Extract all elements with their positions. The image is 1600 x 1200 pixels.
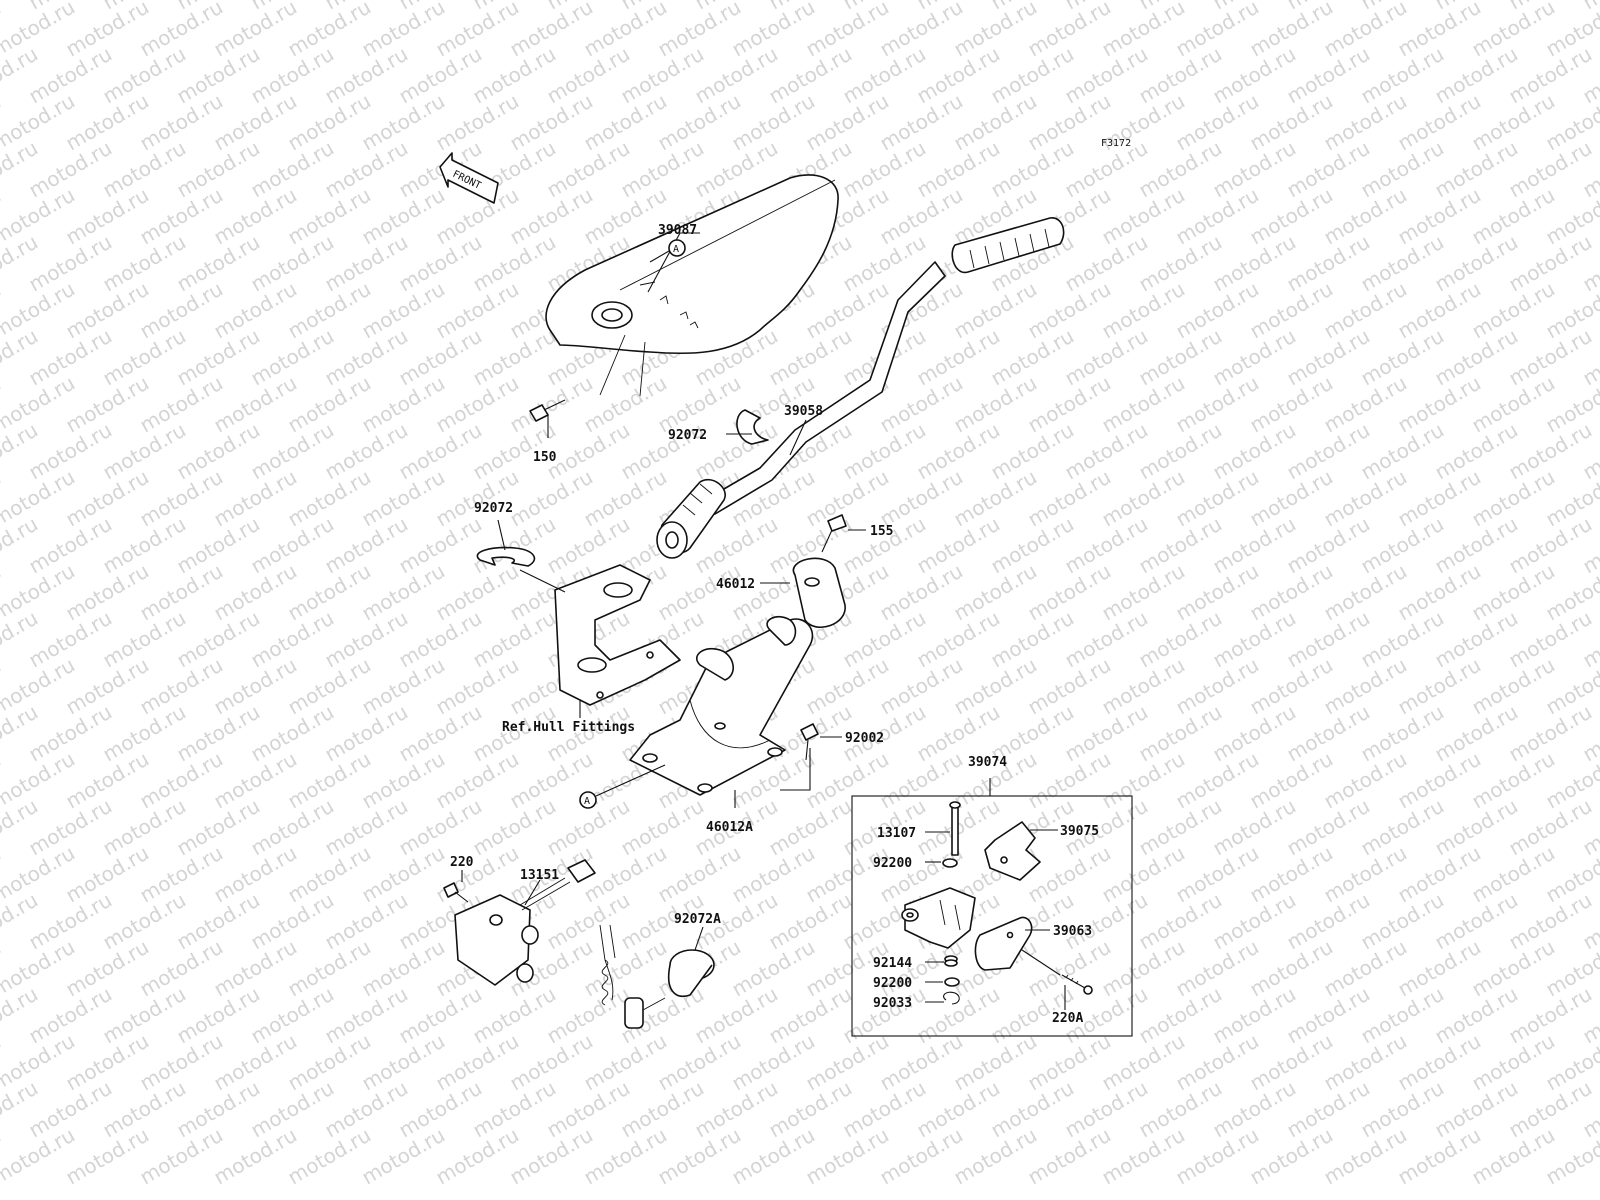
washer-92200-bottom-part bbox=[944, 977, 960, 987]
label-39063: 39063 bbox=[1053, 924, 1092, 939]
hull-bracket-part bbox=[554, 564, 681, 706]
washer-92200-top-part bbox=[942, 858, 958, 868]
clamp-cap-46012-part bbox=[792, 557, 846, 629]
steering-base-46012A-part bbox=[629, 615, 814, 796]
callout-a-lower: A bbox=[579, 764, 666, 809]
handlebar-part bbox=[656, 217, 1065, 559]
screw-220A-part bbox=[1061, 974, 1093, 995]
pin-13107-part bbox=[949, 801, 961, 856]
switch-13151-part bbox=[454, 859, 596, 986]
label-220: 220 bbox=[450, 855, 474, 870]
label-220A: 220A bbox=[1052, 1011, 1083, 1026]
label-92072-left: 92072 bbox=[474, 501, 513, 516]
bolt-150-part bbox=[529, 399, 566, 422]
band-92072-top-part bbox=[736, 409, 769, 445]
label-39074: 39074 bbox=[968, 755, 1007, 770]
label-39075: 39075 bbox=[1060, 824, 1099, 839]
leader-bracket bbox=[519, 569, 566, 593]
bolt-155-part bbox=[821, 514, 847, 553]
label-92033: 92033 bbox=[873, 996, 912, 1011]
label-39058: 39058 bbox=[784, 404, 823, 419]
label-92200-top: 92200 bbox=[873, 856, 912, 871]
leader-92072-left bbox=[497, 519, 506, 551]
label-92072-top: 92072 bbox=[668, 428, 707, 443]
label-92200-bottom: 92200 bbox=[873, 976, 912, 991]
callout-a-upper: A bbox=[649, 239, 686, 263]
handle-cover-part bbox=[545, 174, 839, 397]
label-13107: 13107 bbox=[877, 826, 916, 841]
leader-46012A-bolt bbox=[780, 748, 811, 791]
screw-220-part bbox=[443, 882, 469, 903]
throttle-body-part bbox=[901, 887, 976, 949]
leader-220A-b bbox=[1021, 949, 1061, 976]
assembly-39074-frame bbox=[851, 795, 1133, 1037]
ref-hull-note: Ref.Hull Fittings bbox=[502, 720, 635, 735]
label-155: 155 bbox=[870, 524, 893, 539]
leader-13151 bbox=[524, 879, 541, 906]
lever-39075-part bbox=[984, 821, 1041, 881]
svg-text:A: A bbox=[673, 244, 679, 255]
band-92072-left-part bbox=[476, 546, 536, 567]
label-92072A: 92072A bbox=[674, 912, 721, 927]
label-46012: 46012 bbox=[716, 577, 755, 592]
leader-39058 bbox=[789, 419, 807, 456]
lanyard-92072A-part bbox=[599, 924, 715, 1029]
label-150: 150 bbox=[533, 450, 557, 465]
circlip-92033-part bbox=[943, 991, 960, 1005]
spring-92144-part bbox=[944, 955, 958, 967]
front-arrow-icon: FRONT bbox=[439, 152, 499, 204]
bolt-92002-part bbox=[800, 723, 819, 761]
label-92002: 92002 bbox=[845, 731, 884, 746]
label-92144: 92144 bbox=[873, 956, 912, 971]
cover-39063-part bbox=[974, 916, 1033, 971]
label-39087: 39087 bbox=[658, 223, 697, 238]
leader-92072A bbox=[694, 926, 704, 951]
label-46012A: 46012A bbox=[706, 820, 753, 835]
label-13151: 13151 bbox=[520, 868, 559, 883]
diagram-code: F3172 bbox=[1101, 138, 1131, 149]
svg-text:A: A bbox=[584, 796, 590, 807]
